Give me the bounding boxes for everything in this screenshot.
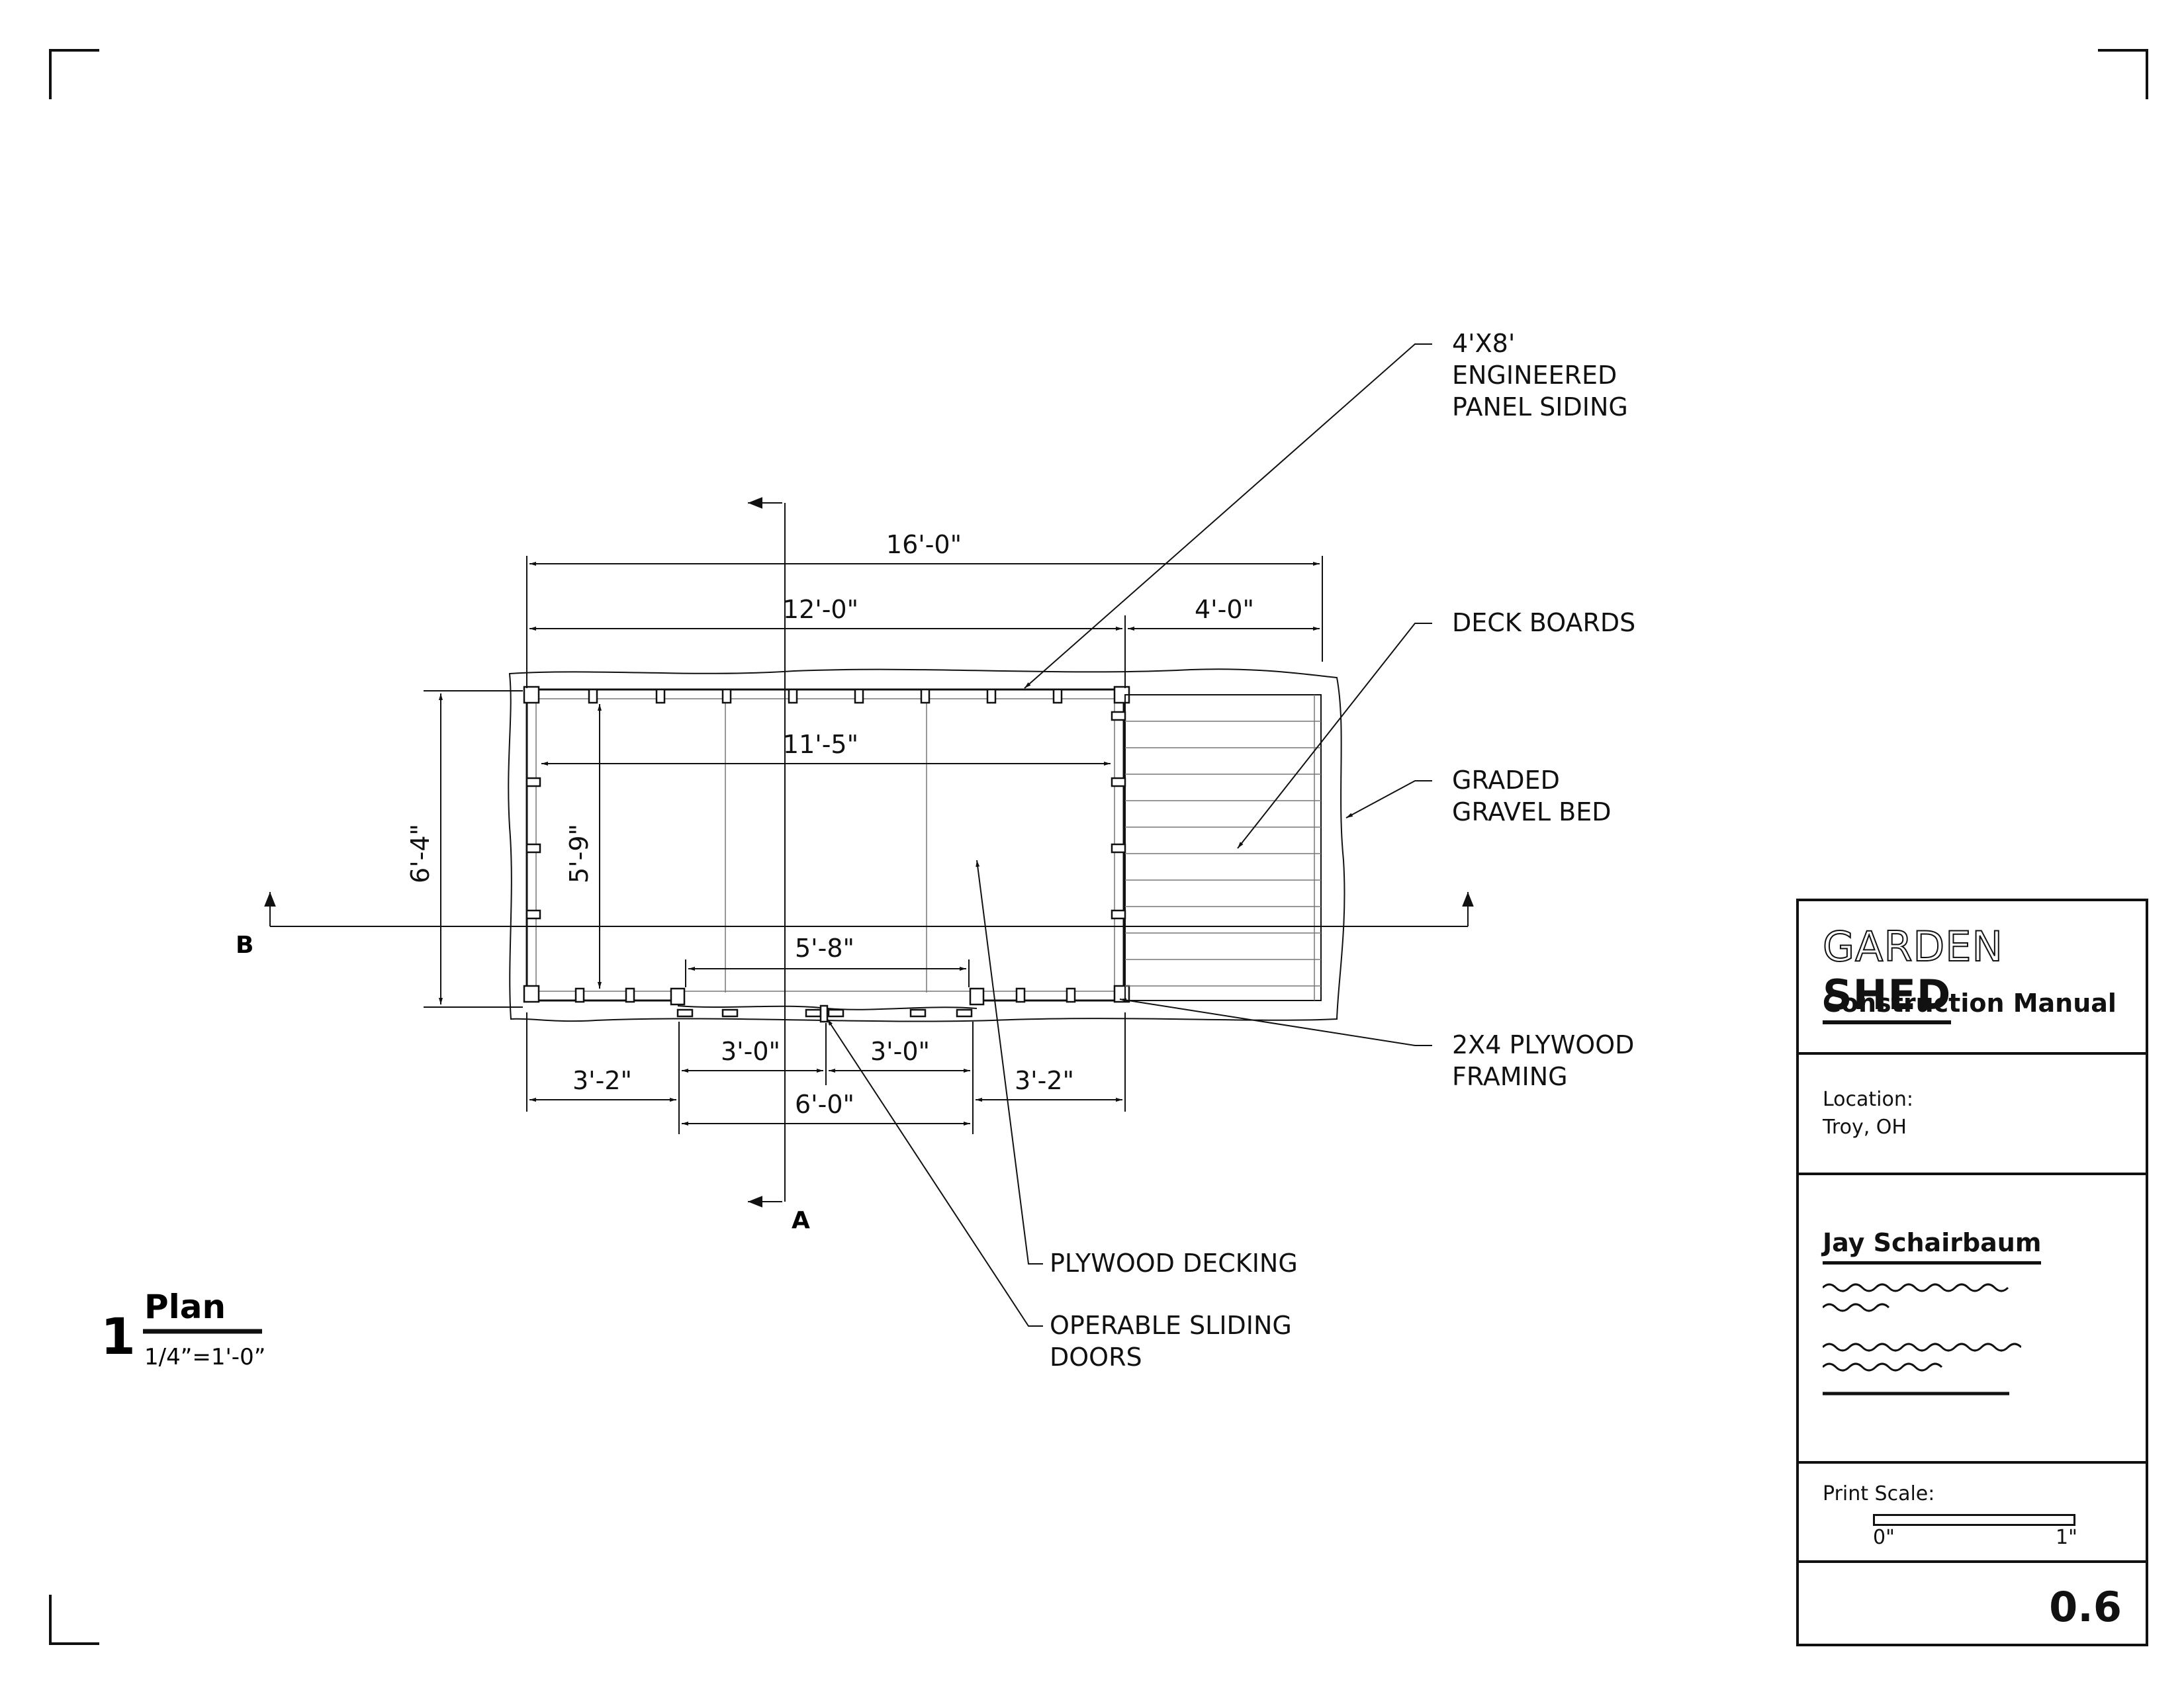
- deck-boards: [1124, 694, 1322, 1001]
- brand-outline-text: GARDEN: [1822, 922, 2003, 971]
- callout-gravel-line1: GRADED: [1452, 766, 1560, 795]
- drawing-title: 1 Plan 1/4”=1'-0”: [101, 1288, 265, 1370]
- dim-door-total: 6'-0": [795, 1090, 854, 1119]
- callout-siding-line1: 4'X8': [1452, 329, 1515, 358]
- drawing-name: Plan: [144, 1288, 226, 1326]
- shed-walls: [525, 688, 1125, 1010]
- title-block: GARDEN SHED Construction Manual Location…: [1796, 899, 2148, 1646]
- author-name: Jay Schairbaum: [1823, 1228, 2042, 1265]
- callout-doors-line1: OPERABLE SLIDING: [1050, 1311, 1292, 1340]
- callout-framing-line2: FRAMING: [1452, 1062, 1568, 1091]
- print-scale-cell: Print Scale: 0" 1": [1799, 1464, 2146, 1563]
- crop-marks: [49, 49, 2148, 1645]
- callout-framing-line1: 2X4 PLYWOOD: [1452, 1030, 1634, 1059]
- callout-deck-boards: DECK BOARDS: [1452, 608, 1635, 637]
- callout-siding-line3: PANEL SIDING: [1452, 392, 1628, 422]
- brand-logo: GARDEN SHED: [1822, 922, 2146, 1024]
- location-value: Troy, OH: [1823, 1116, 1907, 1139]
- dim-interior-length: 11'-5": [783, 730, 858, 759]
- callout-siding-line2: ENGINEERED: [1452, 361, 1617, 390]
- sheet-number: 0.6: [2049, 1583, 2122, 1631]
- framing-studs: [523, 686, 1130, 1023]
- dim-deck-length: 4'-0": [1195, 595, 1254, 624]
- section-marker-a: A: [792, 1207, 810, 1234]
- drawing-number: 1: [101, 1307, 136, 1366]
- dim-side-right: 3'-2": [1015, 1066, 1074, 1095]
- title-block-header: GARDEN SHED Construction Manual: [1799, 901, 2146, 1055]
- dim-door-right: 3'-0": [870, 1037, 930, 1066]
- dim-overall-depth: 6'-4": [406, 824, 435, 883]
- gravel-bed-outline: [508, 668, 1345, 1022]
- signature-scribble-icon: [1823, 1283, 2021, 1396]
- location-cell: Location: Troy, OH: [1799, 1055, 2146, 1175]
- print-scale-bar: [1873, 1514, 2075, 1526]
- dim-side-left: 3'-2": [572, 1066, 632, 1095]
- scale-end: 1": [2056, 1526, 2077, 1549]
- location-label: Location:: [1823, 1088, 1913, 1111]
- print-scale-label: Print Scale:: [1823, 1482, 1935, 1505]
- drawing-scale: 1/4”=1'-0”: [144, 1344, 265, 1370]
- dimension-lines: [424, 556, 1323, 1134]
- section-marker-b: B: [236, 932, 253, 959]
- leader-lines: [827, 343, 1432, 1327]
- author-cell: Jay Schairbaum: [1799, 1175, 2146, 1464]
- callout-gravel-line2: GRAVEL BED: [1452, 797, 1611, 826]
- callout-decking: PLYWOOD DECKING: [1050, 1249, 1298, 1278]
- section-cuts: [264, 497, 1474, 1208]
- dim-door-clear: 5'-8": [795, 934, 854, 963]
- sheet-number-cell: 0.6: [1799, 1563, 2146, 1646]
- scale-start: 0": [1873, 1526, 1895, 1549]
- dim-shed-length: 12'-0": [783, 595, 858, 624]
- brand-solid-text: SHED: [1823, 971, 1952, 1024]
- subtitle: Construction Manual: [1823, 989, 2116, 1018]
- dim-door-left: 3'-0": [721, 1037, 780, 1066]
- dim-interior-depth: 5'-9": [565, 824, 594, 883]
- callouts: 4'X8' ENGINEERED PANEL SIDING DECK BOARD…: [1050, 329, 1635, 1372]
- dim-overall: 16'-0": [886, 530, 962, 559]
- callout-doors-line2: DOORS: [1050, 1343, 1142, 1372]
- dimension-labels: 16'-0" 12'-0" 4'-0" 11'-5" 6'-4" 5'-9" 5…: [406, 530, 1254, 1119]
